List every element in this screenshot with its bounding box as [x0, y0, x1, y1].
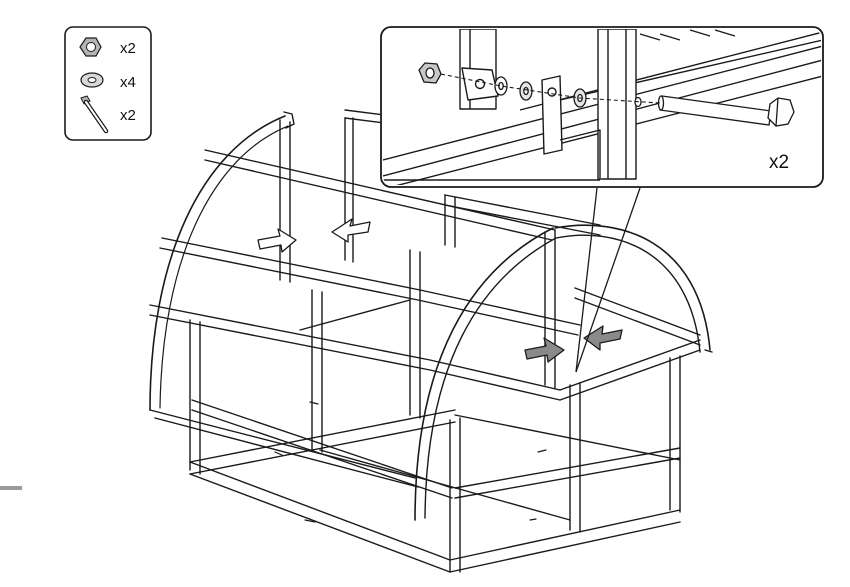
nut-qty: x2	[120, 40, 136, 57]
base-rail-front	[449, 509, 681, 561]
upper-rail-right	[559, 339, 701, 391]
parts-box: x2 x4 x2	[64, 26, 152, 141]
upper-rail-left	[149, 304, 561, 391]
washer-qty: x4	[120, 74, 136, 91]
detail-hardware	[418, 62, 795, 127]
hex-nut-icon	[79, 37, 102, 57]
greenhouse-frame	[149, 109, 713, 573]
middle-arch	[414, 227, 554, 521]
rear-arch	[554, 224, 711, 351]
bolt-axis	[440, 73, 661, 104]
bolt-icon	[80, 95, 109, 134]
washer-icon	[80, 72, 104, 88]
insert-arrow-grey-2	[583, 325, 623, 351]
insert-arrow-white-2	[331, 218, 371, 243]
insert-arrow-grey-1	[524, 337, 565, 363]
base-rail-left	[189, 461, 451, 561]
front-arch	[149, 115, 286, 411]
ridge-bar-1	[204, 149, 556, 231]
page-edge-mark	[0, 486, 22, 490]
detail-qty: x2	[769, 152, 789, 173]
bolt-qty: x2	[120, 107, 136, 124]
detail-inset: x2	[380, 26, 824, 188]
callout-pointer	[575, 187, 641, 373]
insert-arrow-white-1	[257, 228, 297, 253]
